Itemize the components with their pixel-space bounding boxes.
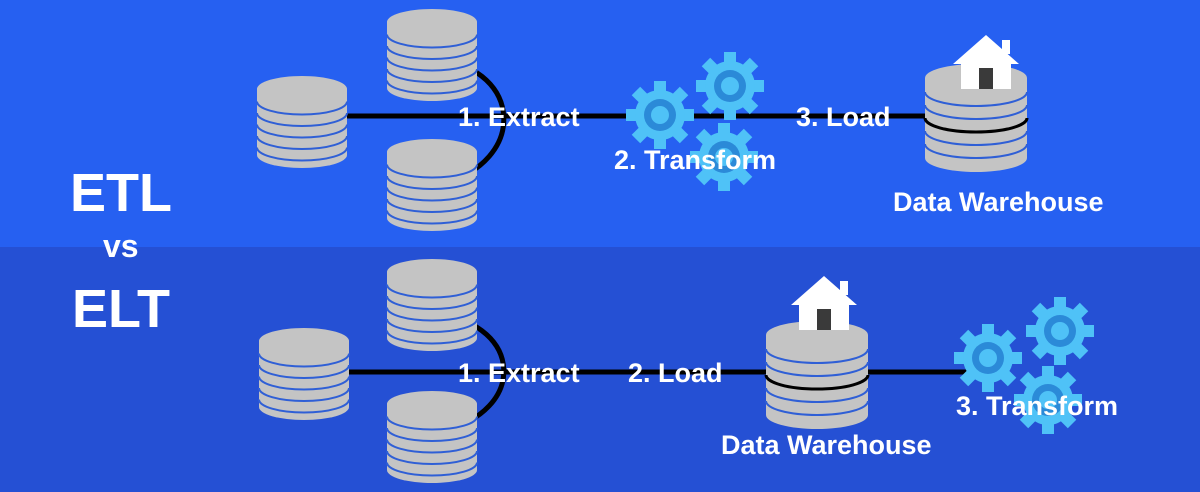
gear-icon [626,81,694,149]
etl-transform-label: 2. Transform [614,145,777,175]
source-database-icon [386,8,478,102]
warehouse-line-wrap [923,117,1029,134]
etl-extract-label: 1. Extract [458,102,580,132]
source-database-icon [258,327,350,421]
source-database-icon [386,138,478,232]
vs-heading: vs [103,228,139,264]
gear-icon [954,324,1022,392]
source-database-icon [256,75,348,169]
etl-load-label: 3. Load [796,102,891,132]
elt-heading: ELT [72,279,170,339]
etl-warehouse-label: Data Warehouse [893,187,1104,217]
source-database-icon [386,390,478,484]
elt-warehouse-label: Data Warehouse [721,430,932,460]
house-icon [791,276,857,330]
data-warehouse-database-icon [765,320,869,430]
warehouse-line-wrap [764,374,870,391]
house-icon [953,35,1019,89]
gear-icon [696,52,764,120]
etl-heading: ETL [70,163,172,223]
elt-load-label: 2. Load [628,358,723,388]
source-database-icon [386,258,478,352]
gear-icon [1026,297,1094,365]
elt-extract-label: 1. Extract [458,358,580,388]
elt-transform-label: 3. Transform [956,391,1119,421]
